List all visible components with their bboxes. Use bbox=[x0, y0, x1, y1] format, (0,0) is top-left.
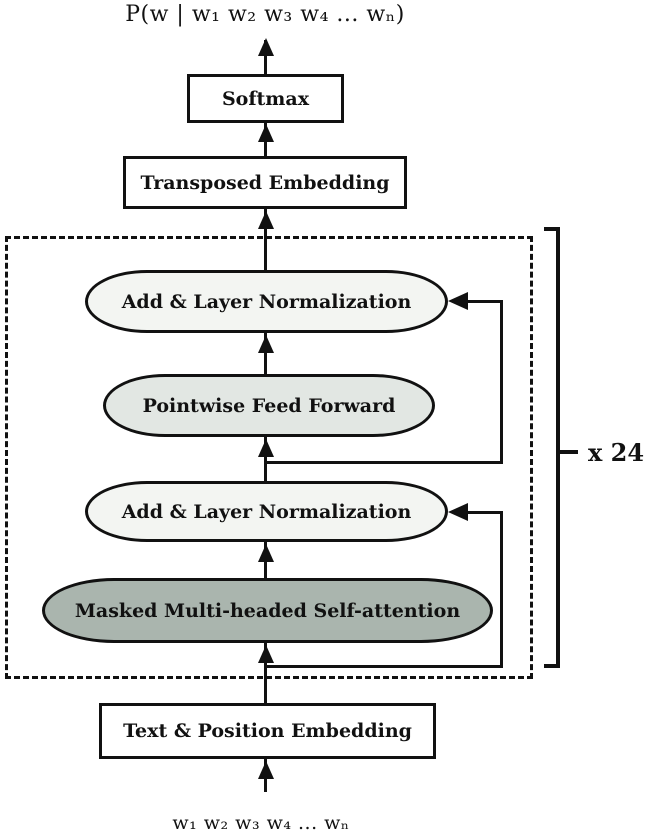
decoder-block-dashed-boundary bbox=[5, 236, 533, 679]
arrow-line-embedding-to-attention bbox=[264, 643, 267, 703]
residual-upper-entry-line bbox=[466, 300, 503, 303]
arrowhead-up-icon bbox=[258, 124, 274, 142]
softmax-node: Softmax bbox=[187, 74, 344, 123]
softmax-node-label: Softmax bbox=[221, 87, 310, 110]
repeat-count-label: x 24 bbox=[588, 438, 645, 467]
output-probability-label: P(w | w₁ w₂ w₃ w₄ ... wₙ) bbox=[125, 2, 405, 27]
arrowhead-up-icon bbox=[258, 439, 274, 457]
arrowhead-left-icon bbox=[448, 292, 468, 310]
repeat-bracket-top-arm bbox=[544, 227, 560, 231]
pointwise-feed-forward-node: Pointwise Feed Forward bbox=[103, 374, 435, 437]
add-layer-norm-bottom-node: Add & Layer Normalization bbox=[85, 481, 448, 542]
text-position-embedding-label: Text & Position Embedding bbox=[123, 720, 412, 742]
arrowhead-up-icon bbox=[258, 211, 274, 229]
arrowhead-up-icon bbox=[258, 544, 274, 562]
pointwise-feed-forward-label: Pointwise Feed Forward bbox=[142, 394, 396, 417]
arrow-line-softmax-to-output bbox=[264, 40, 267, 74]
arrow-line-ff-to-addnorm-top bbox=[264, 333, 267, 374]
arrow-line-addnorm-bottom-to-ff bbox=[264, 437, 267, 481]
residual-lower-branch-line bbox=[264, 665, 503, 668]
arrow-line-addnorm-top-to-transposed bbox=[264, 209, 267, 270]
input-sequence-label: w₁ w₂ w₃ w₄ ... wₙ bbox=[172, 812, 350, 834]
arrowhead-up-icon bbox=[258, 335, 274, 353]
residual-lower-entry-line bbox=[466, 511, 503, 514]
transposed-embedding-node: Transposed Embedding bbox=[123, 156, 407, 209]
masked-self-attention-node: Masked Multi-headed Self-attention bbox=[42, 578, 493, 643]
text-position-embedding-node: Text & Position Embedding bbox=[99, 703, 436, 759]
repeat-bracket-mid-tick bbox=[556, 450, 578, 454]
masked-self-attention-label: Masked Multi-headed Self-attention bbox=[74, 599, 461, 622]
transposed-embedding-node-label: Transposed Embedding bbox=[140, 171, 390, 194]
arrowhead-up-icon bbox=[258, 645, 274, 663]
arrowhead-left-icon bbox=[448, 503, 468, 521]
repeat-bracket-vertical bbox=[556, 227, 560, 668]
repeat-bracket-bottom-arm bbox=[544, 664, 560, 668]
arrowhead-up-icon bbox=[258, 761, 274, 779]
add-layer-norm-top-node: Add & Layer Normalization bbox=[85, 270, 448, 333]
arrowhead-up-icon bbox=[258, 38, 274, 56]
residual-upper-branch-line bbox=[264, 461, 503, 464]
residual-upper-vertical-line bbox=[500, 300, 503, 464]
residual-lower-vertical-line bbox=[500, 511, 503, 668]
add-layer-norm-bottom-label: Add & Layer Normalization bbox=[121, 500, 412, 523]
add-layer-norm-top-label: Add & Layer Normalization bbox=[121, 290, 412, 313]
